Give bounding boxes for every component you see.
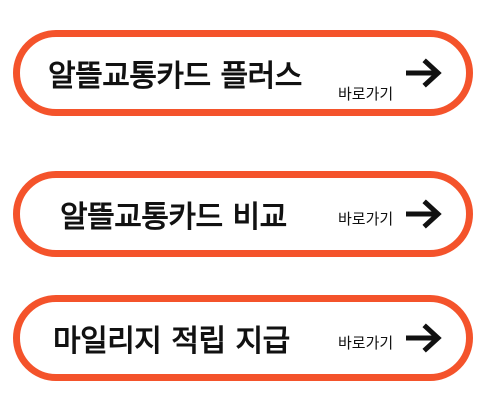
mileage-button[interactable]: 마일리지 적립 지급 바로가기 [13, 295, 473, 381]
arrow-right-icon [406, 199, 442, 229]
go-label: 바로가기 [338, 334, 394, 352]
card-plus-button[interactable]: 알뜰교통카드 플러스 바로가기 [13, 30, 473, 116]
button-title: 알뜰교통카드 비교 [60, 200, 287, 235]
button-title: 마일리지 적립 지급 [53, 324, 290, 359]
go-label: 바로가기 [338, 210, 394, 228]
arrow-right-icon [406, 58, 442, 88]
card-compare-button[interactable]: 알뜰교통카드 비교 바로가기 [13, 171, 473, 257]
go-label: 바로가기 [338, 85, 394, 103]
button-title: 알뜰교통카드 플러스 [48, 59, 302, 94]
arrow-right-icon [406, 323, 442, 353]
